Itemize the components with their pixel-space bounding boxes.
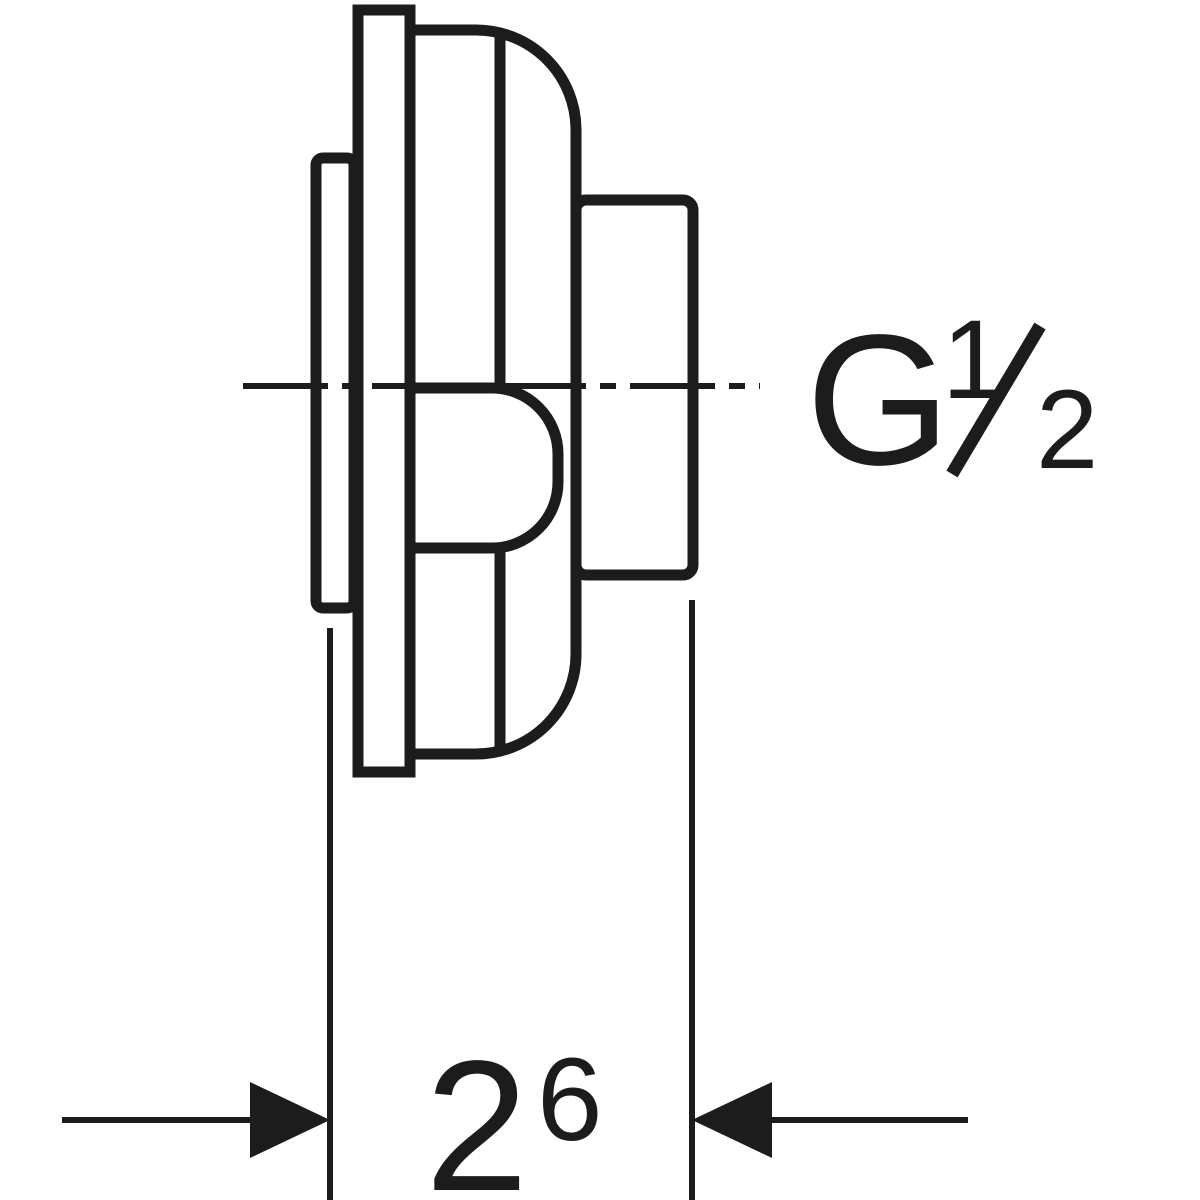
dimension-26: 2 6 — [62, 600, 968, 1200]
inner-boss-outline — [410, 382, 564, 554]
thread-label-fraction-slash-icon — [946, 322, 1046, 478]
dimension-arrow-left — [250, 1082, 330, 1158]
dimension-value-main: 2 — [425, 1023, 528, 1200]
fitting-side-view — [310, 4, 699, 778]
dimension-value-superscript: 6 — [537, 1034, 603, 1166]
thread-label-denominator: 2 — [1036, 367, 1098, 492]
thread-label-g: G — [806, 297, 951, 504]
dimension-arrow-right — [692, 1082, 772, 1158]
thread-size-label: G 1 2 — [806, 297, 1098, 504]
